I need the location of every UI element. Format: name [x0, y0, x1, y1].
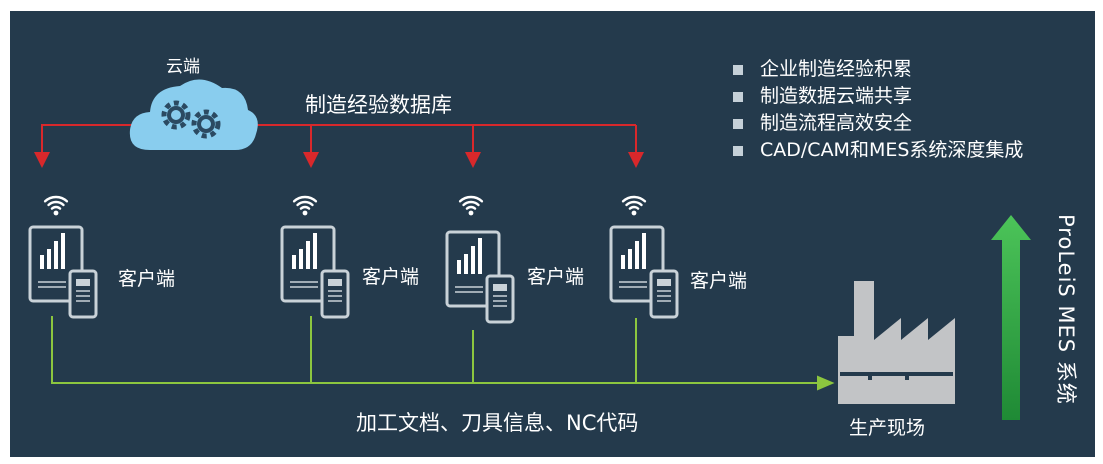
client-label-3: 客户端 [527, 266, 585, 288]
feature-item: CAD/CAM和MES系统深度集成 [733, 137, 1023, 164]
feature-item: 制造数据云端共享 [733, 83, 1023, 110]
client-device-icon [445, 230, 515, 324]
client-device-icon [28, 225, 98, 319]
wifi-icon [458, 195, 484, 216]
client-label-1: 客户端 [118, 268, 176, 290]
database-distribution-lines [34, 124, 644, 168]
client-label-4: 客户端 [690, 270, 748, 292]
factory-icon [838, 281, 955, 404]
data-flow-label: 加工文档、刀具信息、NC代码 [356, 411, 639, 435]
client-device-icon [609, 225, 679, 319]
bullet-icon [733, 145, 743, 156]
cloud-icon [129, 79, 258, 150]
bullet-icon [733, 118, 743, 129]
cloud-label: 云端 [166, 57, 200, 77]
client-device-icon [280, 225, 350, 319]
gears-icon [161, 100, 221, 139]
up-arrow-icon [991, 215, 1031, 420]
feature-list: 企业制造经验积累 制造数据云端共享 制造流程高效安全 CAD/CAM和MES系统… [733, 56, 1023, 164]
data-flow-lines [51, 316, 835, 391]
wifi-icon [292, 195, 318, 216]
wifi-icon [43, 195, 69, 216]
bullet-icon [733, 64, 743, 75]
factory-label: 生产现场 [849, 417, 926, 439]
feature-item: 企业制造经验积累 [733, 56, 1023, 83]
database-label: 制造经验数据库 [305, 93, 452, 117]
system-title: ProLeiS MES 系统 [1054, 214, 1078, 405]
wifi-icon [621, 195, 647, 216]
bullet-icon [733, 91, 743, 102]
feature-item: 制造流程高效安全 [733, 110, 1023, 137]
client-label-2: 客户端 [362, 266, 420, 288]
